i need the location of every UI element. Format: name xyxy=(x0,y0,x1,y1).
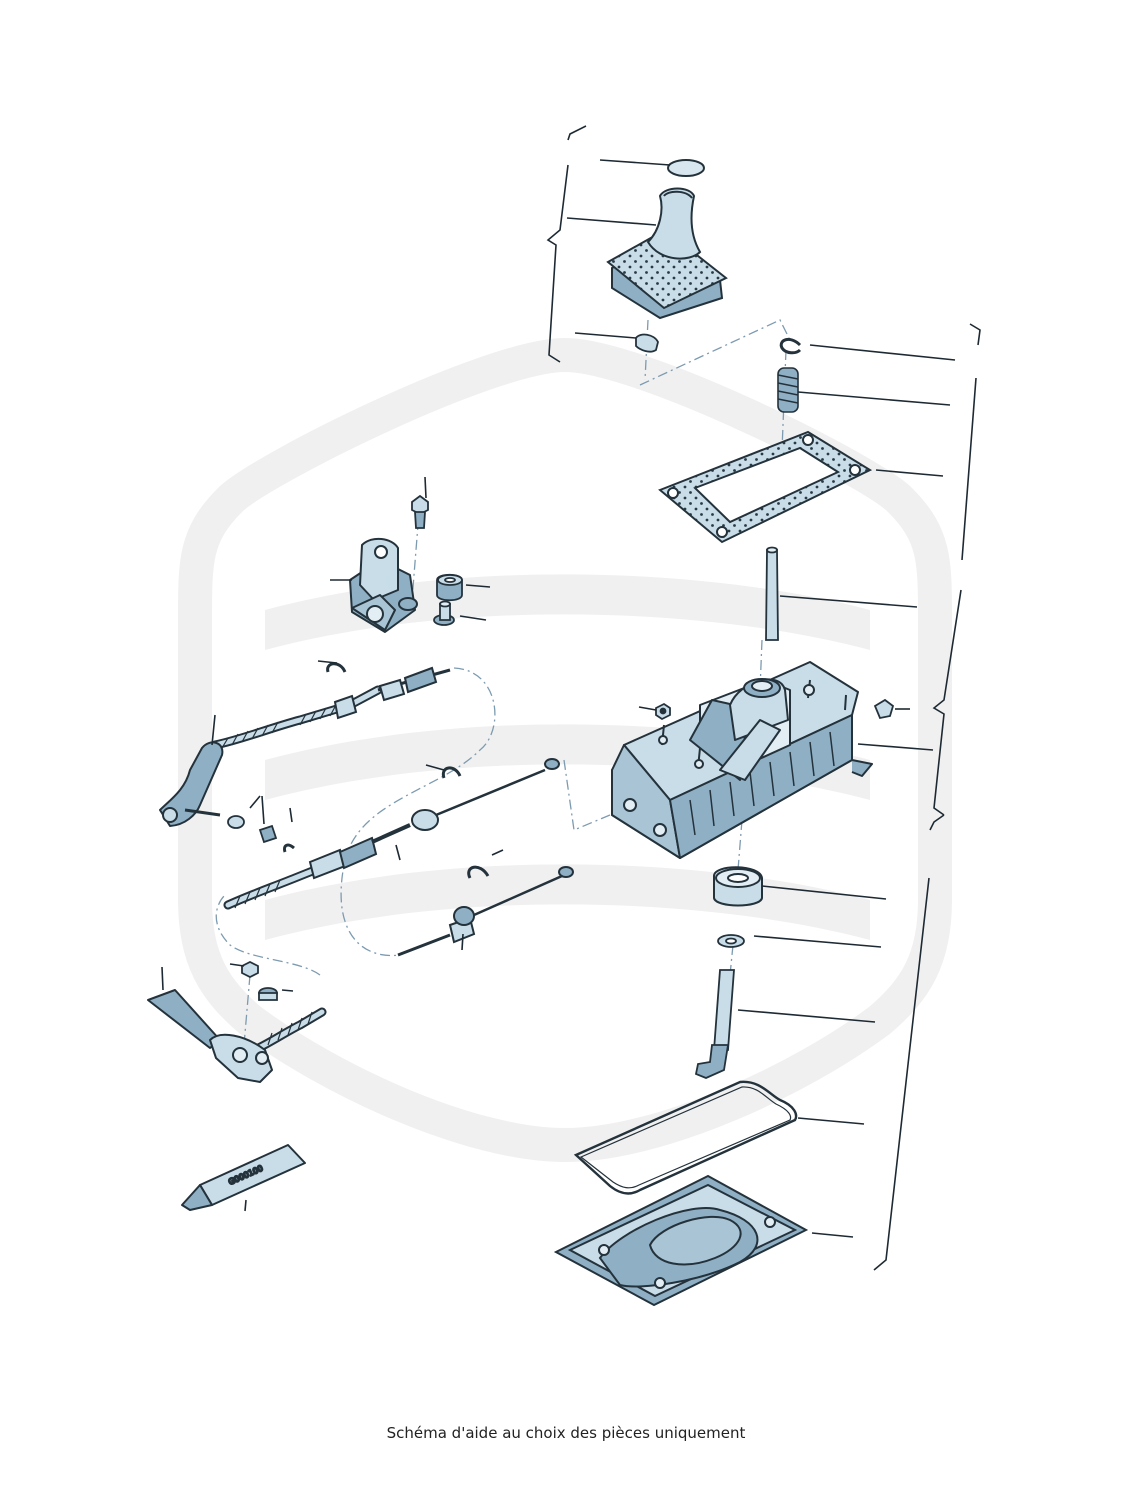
leader-lines xyxy=(161,159,956,1238)
seal xyxy=(573,1080,798,1195)
spring xyxy=(777,367,799,413)
selector-cable xyxy=(210,666,451,750)
clip xyxy=(635,333,659,353)
bush xyxy=(713,866,763,907)
sleeve xyxy=(433,600,455,626)
bush-small xyxy=(227,815,278,1001)
grease-tube: G000100 xyxy=(181,1144,306,1211)
nut xyxy=(655,702,671,721)
washer xyxy=(717,934,745,948)
retaining-clip xyxy=(283,662,490,879)
assembly-lines xyxy=(215,319,791,1046)
bracket xyxy=(349,537,418,633)
clip-nut xyxy=(873,698,895,720)
diagram-caption: Schéma d'aide au choix des pièces unique… xyxy=(386,1424,746,1442)
rubber-mount xyxy=(436,573,463,602)
shift-knob xyxy=(606,187,728,320)
bottom-plate xyxy=(553,1174,809,1307)
cap xyxy=(667,159,705,177)
shift-housing xyxy=(611,661,873,859)
lever xyxy=(147,741,273,1083)
gasket-plate xyxy=(658,430,873,544)
lower-rod xyxy=(694,969,735,1079)
shift-cable xyxy=(223,758,574,1060)
shift-rod xyxy=(765,546,779,641)
grouping-brackets xyxy=(546,125,981,1271)
bolt xyxy=(411,494,429,529)
circlip xyxy=(779,337,802,355)
